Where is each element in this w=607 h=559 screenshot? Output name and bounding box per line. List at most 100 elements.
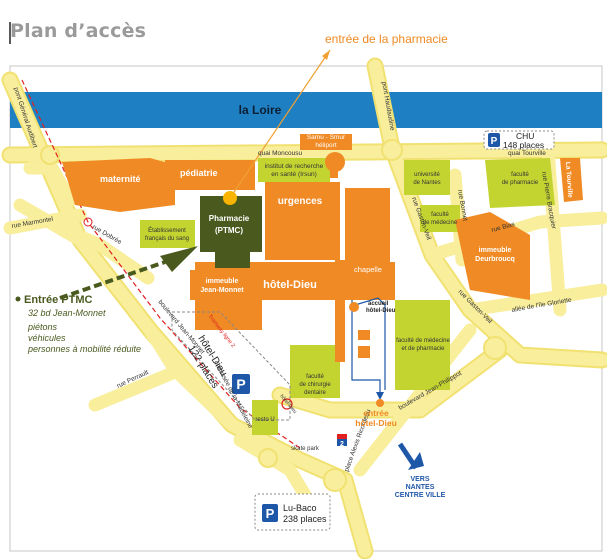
university-buildings	[140, 158, 555, 435]
building-fac-pharma	[485, 158, 555, 208]
parking-chu-name: CHU	[516, 131, 534, 141]
direction-label: VERS NANTES CENTRE VILLE	[395, 476, 446, 499]
parking-hd-icon[interactable]	[232, 374, 250, 394]
building-heliport-stem	[330, 162, 338, 178]
direction-line3: CENTRE VILLE	[395, 492, 446, 499]
route-accueil-2	[354, 297, 386, 390]
building-small-1	[358, 330, 370, 340]
building-tourville	[560, 158, 583, 202]
road-jean-philippot	[273, 343, 507, 417]
direction-line1: VERS	[410, 476, 429, 483]
accueil-dot	[349, 302, 359, 312]
tram-stop-top	[337, 434, 347, 439]
label-pediatrie: pédiatrie	[180, 168, 218, 178]
label-skate-park: skate park	[291, 446, 320, 452]
label-tourville: La Tourville	[564, 162, 574, 199]
building-fac-med-pharma	[395, 300, 450, 390]
ptmc-legend: Entrée PTMC 32 bd Jean-Monnet piétons vé…	[15, 294, 141, 354]
building-urgences	[265, 182, 340, 260]
label-univ-1: université	[414, 172, 440, 178]
road-quai	[3, 143, 607, 162]
tram-number: 2	[340, 441, 344, 448]
road-perrault	[88, 365, 182, 412]
parking-chu-places: 148 places	[503, 140, 544, 150]
ptmc-mode-0: piétons	[27, 322, 58, 332]
pharmacy-callout-arrow	[322, 50, 330, 60]
label-fac-chir-1: faculté	[306, 374, 324, 380]
label-fac-med-1: faculté	[431, 212, 449, 218]
building-fac-chir	[290, 345, 340, 398]
parking-chu-box[interactable]	[483, 130, 555, 150]
label-fac-chir-2: de chirurgie	[299, 382, 331, 388]
river-loire	[10, 92, 602, 128]
label-fac-pharma-2: de pharmacie	[502, 180, 539, 186]
label-fac-med-2: de médecine	[423, 220, 458, 226]
building-resto-u	[252, 400, 278, 435]
route-accueil-arrow	[376, 392, 384, 400]
direction-line2: NANTES	[406, 484, 435, 491]
building-univ	[404, 160, 450, 195]
ptmc-entrance-dash	[59, 260, 166, 300]
chu-buildings	[62, 134, 583, 362]
tram-stop-sign	[337, 434, 347, 446]
road-ricordeau	[353, 323, 477, 477]
label-quai-tourville: quai Tourville	[508, 150, 546, 157]
roundabout-1	[40, 145, 60, 165]
building-immeuble-jm	[190, 270, 250, 300]
label-entree-hd-2: hôtel-Dieu	[355, 418, 397, 428]
label-deurbroucq-2: Deurbroucq	[475, 256, 515, 263]
direction-arrow-head	[408, 452, 424, 470]
road-gaston-veil	[368, 59, 607, 367]
roads	[1, 57, 607, 559]
building-samu	[300, 134, 352, 150]
pharmacy-callout-line	[229, 49, 331, 199]
ptmc-entrance-arrowhead	[160, 246, 198, 272]
label-maternite: maternité	[100, 174, 141, 184]
label-fac-chir-3: dentaire	[304, 390, 326, 396]
road-perrault-link	[143, 323, 239, 432]
page-title: Plan d’accès	[10, 20, 147, 42]
parking-lubaco-places: 238 places	[283, 514, 327, 524]
road-link	[13, 198, 87, 247]
label-irsun-1: institut de recherche	[265, 163, 324, 170]
tram-stop-circle-2	[83, 217, 93, 227]
pharmacy-entrance-label: entrée de la pharmacie	[325, 32, 448, 46]
label-fac-med-pharma-2: et de pharmacie	[401, 346, 445, 352]
building-pediatrie	[165, 160, 255, 190]
label-irsun-2: en santé (Irsun)	[271, 171, 317, 178]
label-deurbroucq-1: immeuble	[479, 247, 512, 254]
parking-lubaco-p: P	[266, 506, 275, 521]
road-gloriette	[463, 283, 607, 317]
tram-stop-circle	[281, 398, 293, 410]
parking-chu-p: P	[491, 136, 498, 147]
parking-hd-p: P	[236, 376, 245, 392]
ptmc-address: 32 bd Jean-Monnet	[28, 308, 106, 318]
label-radiologie: radiologie	[280, 304, 310, 311]
building-labels: maternité pédiatrie Samu - Smur héliport…	[100, 134, 574, 452]
road-pont-bend	[23, 161, 77, 207]
label-accueil-1: accueil	[368, 301, 389, 307]
roundabout-5	[323, 468, 347, 492]
label-efs-2: français du sang	[145, 236, 189, 242]
building-efs	[140, 220, 195, 248]
label-pharmacy-2: (PTMC)	[215, 226, 243, 235]
label-urgences: urgences	[278, 196, 323, 207]
building-pharmacy	[200, 196, 262, 268]
building-small-2	[358, 346, 370, 358]
label-quai-moncousu: quai Moncousu	[258, 150, 302, 157]
roundabout-4	[258, 448, 278, 468]
label-immeuble-jm-1: immeuble	[206, 278, 239, 285]
title-marker	[9, 22, 11, 44]
parking-lubaco-name: Lu-Baco	[283, 503, 317, 513]
label-immeuble-jm-2: Jean-Monnet	[200, 287, 244, 294]
label-fac-med-pharma-1: faculté de médecine	[396, 338, 450, 344]
route-accueil	[351, 300, 381, 395]
parking-hd-zone	[171, 311, 291, 421]
entree-hd-dot	[376, 399, 384, 407]
ptmc-bullet	[15, 296, 21, 302]
label-fac-pharma-1: faculté	[511, 172, 529, 178]
ptmc-mode-1: véhicules	[28, 333, 66, 343]
building-fac-med	[420, 205, 460, 232]
parking-lubaco-icon	[262, 504, 278, 522]
